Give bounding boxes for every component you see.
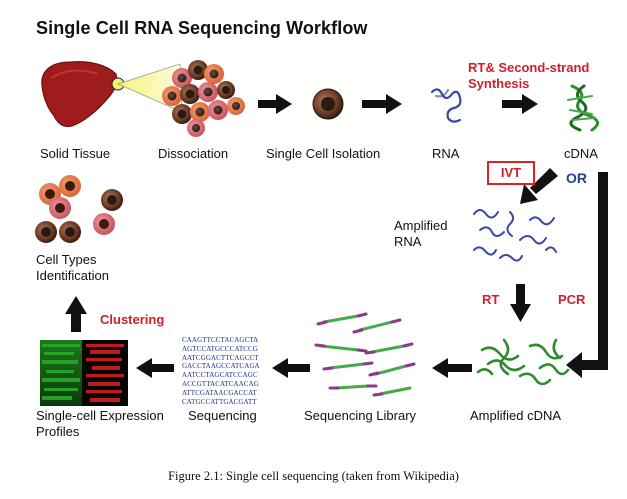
ivt-arrow-icon [520,168,558,204]
amplified-cdna-icon [476,338,570,386]
sequence-line: ACCGTTACATCAACAG [182,379,259,388]
arrow-right-icon [258,94,292,114]
sequence-line: ATTCGATAACGACCAT [182,388,257,397]
liver-icon [41,61,125,127]
rna-strand-icon [430,88,462,123]
step-rt-second-strand: RT& Second-strand Synthesis [468,60,590,91]
sequence-reads: CAAGTTCCTACAGCTA AGTCCATGCCCATCCG AATCGG… [182,336,260,406]
amplified-rna-icon [473,209,557,262]
label-amplified-cdna: Amplified cDNA [470,408,562,423]
arrow-left-icon [272,358,310,378]
label-amplified-rna: Amplified RNA [394,218,448,249]
label-expression-profiles: Single-cell Expression Profiles [36,408,164,439]
step-ivt: IVT [487,161,535,185]
sequencing-library-icon [314,312,416,397]
label-dissociation: Dissociation [158,146,229,161]
label-sequencing: Sequencing [188,408,257,423]
pcr-path-arrow-icon [566,172,608,378]
cdna-helix-icon [567,84,599,132]
sequence-line: AATCCTAGCATCCAGC [182,371,258,380]
sequence-line: AGTCCATGCCCATCCG [182,344,258,353]
label-solid-tissue: Solid Tissue [40,146,111,161]
label-cell-types: Cell Types Identification [36,252,109,283]
diagram-title: Single Cell RNA Sequencing Workflow [36,18,368,38]
step-pcr: PCR [558,292,586,307]
label-single-cell-isolation: Single Cell Isolation [266,146,381,161]
arrow-down-icon [510,284,531,322]
label-rna: RNA [432,146,460,161]
expression-heatmap-icon [40,340,128,406]
label-cdna: cDNA [564,146,598,161]
arrow-left-icon [136,358,174,378]
cell-types-icon [35,175,123,243]
sequence-line: CATGCCATTGACGATT [182,397,257,406]
step-rt: RT [482,292,500,307]
step-or: OR [566,170,587,186]
arrow-up-icon [65,296,87,332]
sequence-line: CAAGTTCCTACAGCTA [182,336,259,344]
sequence-line: AATCGGACTTCAGCCT [182,353,259,362]
step-clustering: Clustering [100,312,165,327]
sequence-line: GACCTAAGCCATCAGA [182,362,260,371]
arrow-left-icon [432,358,472,378]
arrow-right-icon [502,94,538,114]
dissociated-cells-icon [162,60,245,137]
figure-caption: Figure 2.1: Single cell sequencing (take… [168,469,459,483]
single-cell-icon [312,88,344,120]
label-sequencing-library: Sequencing Library [304,408,417,423]
arrow-right-icon [362,94,402,114]
